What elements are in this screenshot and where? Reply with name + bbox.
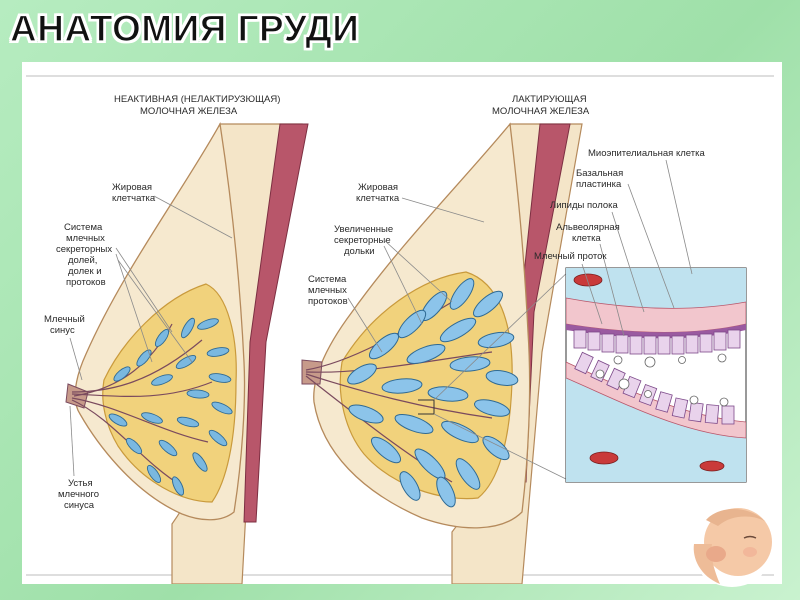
svg-text:секреторных: секреторных bbox=[56, 244, 112, 255]
svg-text:млечного: млечного bbox=[58, 489, 99, 500]
left-pectoral-muscle bbox=[243, 123, 309, 523]
svg-text:Млечный проток: Млечный проток bbox=[534, 251, 607, 262]
right-lobules bbox=[347, 278, 519, 508]
svg-text:клетчатка: клетчатка bbox=[112, 193, 156, 204]
inset-label-myoepithelial: Миоэпителиальная клетка bbox=[588, 148, 705, 275]
svg-text:клетка: клетка bbox=[572, 233, 601, 244]
svg-text:клетчатка: клетчатка bbox=[356, 193, 400, 204]
svg-text:долей,: долей, bbox=[68, 255, 97, 266]
magnified-inset bbox=[433, 267, 747, 483]
inset-label-lipids: Липиды полока bbox=[550, 200, 645, 313]
left-lobules bbox=[108, 317, 233, 496]
svg-text:синуса: синуса bbox=[64, 500, 95, 511]
svg-text:Липиды полока: Липиды полока bbox=[550, 200, 619, 211]
svg-text:протоков: протоков bbox=[308, 296, 348, 307]
svg-text:синус: синус bbox=[50, 325, 75, 336]
magnify-marker bbox=[418, 399, 435, 415]
svg-text:Жировая: Жировая bbox=[112, 182, 152, 193]
inset-label-alveolar: Альвеолярная клетка bbox=[556, 222, 625, 337]
left-heading-line1: НЕАКТИВНАЯ (НЕЛАКТИРУЗЮЩАЯ) bbox=[114, 94, 280, 105]
svg-text:Увеличенные: Увеличенные bbox=[334, 224, 393, 235]
svg-text:Устья: Устья bbox=[68, 478, 93, 489]
left-label-system: Система млечных секреторных долей, долек… bbox=[56, 222, 193, 363]
inset-label-basal: Базальная пластинка bbox=[576, 168, 675, 309]
svg-text:Базальная: Базальная bbox=[576, 168, 623, 179]
svg-text:Миоэпителиальная клетка: Миоэпителиальная клетка bbox=[588, 148, 705, 159]
right-heading-line2: МОЛОЧНАЯ ЖЕЛЕЗА bbox=[492, 106, 590, 117]
right-heading-line1: ЛАКТИРУЮЩАЯ bbox=[512, 94, 587, 105]
left-label-orifices: Устья млечного синуса bbox=[58, 405, 99, 511]
left-label-fat: Жировая клетчатка bbox=[112, 182, 233, 239]
svg-text:Млечный: Млечный bbox=[44, 314, 85, 325]
svg-text:секреторные: секреторные bbox=[334, 235, 391, 246]
svg-text:дольки: дольки bbox=[344, 246, 375, 257]
slide-title: АНАТОМИЯ ГРУДИ bbox=[9, 7, 360, 49]
lactating-breast bbox=[301, 122, 583, 584]
svg-text:Система: Система bbox=[64, 222, 103, 233]
inset-label-duct: Млечный проток bbox=[534, 251, 607, 325]
inactive-breast bbox=[65, 122, 309, 584]
svg-text:протоков: протоков bbox=[66, 277, 106, 288]
right-label-fat: Жировая клетчатка bbox=[356, 182, 485, 223]
right-label-enlarged: Увеличенные секреторные дольки bbox=[334, 224, 453, 325]
svg-text:пластинка: пластинка bbox=[576, 179, 622, 190]
svg-text:долек и: долек и bbox=[68, 266, 102, 277]
breast-anatomy-diagram: НЕАКТИВНАЯ (НЕЛАКТИРУЗЮЩАЯ) МОЛОЧНАЯ ЖЕЛ… bbox=[26, 75, 774, 584]
left-label-sinus: Млечный синус bbox=[44, 314, 85, 381]
svg-text:Система: Система bbox=[308, 274, 347, 285]
svg-text:Жировая: Жировая bbox=[358, 182, 398, 193]
baby-photo bbox=[689, 501, 775, 587]
svg-text:млечных: млечных bbox=[308, 285, 347, 296]
left-heading-line2: МОЛОЧНАЯ ЖЕЛЕЗА bbox=[140, 106, 238, 117]
right-label-ducts: Система млечных протоков bbox=[308, 274, 383, 353]
svg-text:млечных: млечных bbox=[66, 233, 105, 244]
svg-text:Альвеолярная: Альвеолярная bbox=[556, 222, 620, 233]
diagram-panel: НЕАКТИВНАЯ (НЕЛАКТИРУЗЮЩАЯ) МОЛОЧНАЯ ЖЕЛ… bbox=[22, 62, 782, 587]
